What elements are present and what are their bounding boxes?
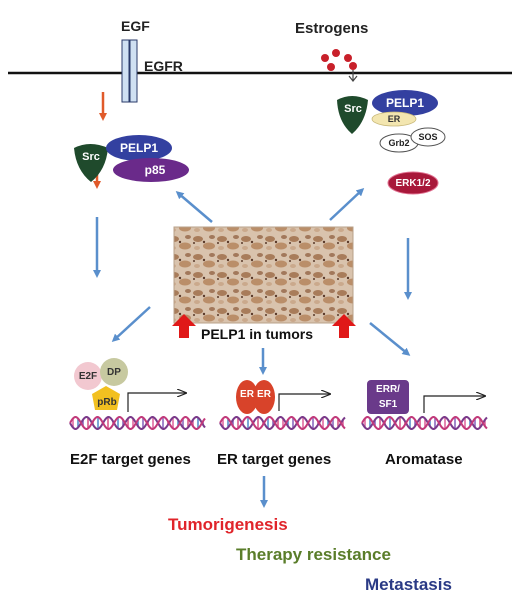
grb2-label: Grb2 bbox=[388, 138, 410, 148]
er-shape-right bbox=[371, 111, 417, 127]
erk-label: ERK1/2 bbox=[395, 177, 431, 189]
er-label-2: ER bbox=[257, 388, 271, 400]
pelp1-label-left: PELP1 bbox=[119, 141, 158, 155]
er-promoter-arrow bbox=[278, 394, 330, 411]
arrow-to-aromatase bbox=[369, 322, 411, 356]
arrow-to-left-complex bbox=[175, 191, 213, 223]
egf-label: EGF bbox=[121, 18, 150, 34]
egfr-receptor-left bbox=[121, 39, 130, 103]
estrogen-molecules bbox=[321, 49, 358, 82]
dna-layer bbox=[69, 416, 488, 430]
src-label-right: Src bbox=[344, 103, 362, 115]
sf1-label: SF1 bbox=[378, 398, 398, 410]
sos-shape bbox=[410, 127, 446, 147]
prb-label: pRb bbox=[97, 396, 117, 408]
e2f-label: E2F bbox=[78, 370, 98, 382]
pelp1-label-right: PELP1 bbox=[385, 96, 424, 110]
pelp1-shape-left bbox=[106, 135, 172, 161]
src-shape-left bbox=[74, 144, 108, 182]
pelp1-in-tumors-label: PELP1 in tumors bbox=[201, 326, 314, 342]
tumor-tissue-image bbox=[173, 226, 354, 324]
erk-shape bbox=[387, 171, 439, 195]
aromatase-promoter-arrow bbox=[423, 396, 485, 413]
dna-helix-e2f bbox=[69, 416, 206, 430]
egfr-label: EGFR bbox=[144, 58, 183, 74]
dp-label: DP bbox=[107, 366, 121, 378]
pelp1-shape-right bbox=[372, 90, 438, 116]
er-label-1: ER bbox=[240, 388, 254, 400]
er-target-genes-label: ER target genes bbox=[217, 451, 332, 468]
dp-shape bbox=[100, 358, 128, 386]
prb-shape bbox=[92, 386, 120, 410]
estrogens-label: Estrogens bbox=[295, 20, 369, 37]
er-label-right: ER bbox=[387, 114, 401, 124]
outcome-tumorigenesis: Tumorigenesis bbox=[168, 515, 288, 534]
outcome-therapy-resistance: Therapy resistance bbox=[236, 545, 391, 564]
dna-helix-aromatase bbox=[361, 416, 488, 430]
er-shape-2 bbox=[253, 380, 275, 414]
e2f-promoter-arrow bbox=[127, 393, 186, 412]
arrow-to-e2f bbox=[111, 306, 151, 343]
red-up-arrow-left bbox=[172, 314, 196, 338]
egfr-receptor-right bbox=[129, 39, 138, 103]
sos-label: SOS bbox=[418, 132, 438, 142]
er-shape-1 bbox=[236, 380, 258, 414]
dna-helix-er bbox=[219, 416, 346, 430]
aromatase-label: Aromatase bbox=[385, 451, 463, 468]
outcome-metastasis: Metastasis bbox=[365, 575, 452, 594]
e2f-shape bbox=[74, 362, 102, 390]
red-up-arrow-right bbox=[332, 314, 356, 338]
err-sf1-shape bbox=[367, 380, 409, 414]
arrow-to-right-complex bbox=[329, 187, 365, 221]
err-label: ERR/ bbox=[376, 383, 400, 395]
p85-label: p85 bbox=[144, 163, 166, 177]
e2f-target-genes-label: E2F target genes bbox=[70, 451, 191, 468]
src-label-left: Src bbox=[82, 151, 100, 163]
src-shape-right bbox=[337, 96, 368, 134]
p85-shape bbox=[113, 158, 189, 182]
